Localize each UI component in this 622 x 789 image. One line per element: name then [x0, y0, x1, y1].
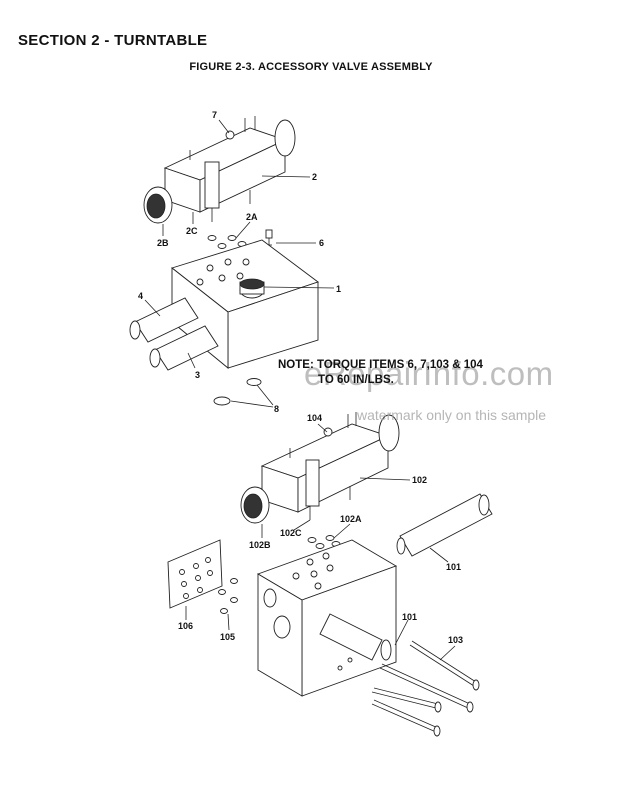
o-rings-105 [218, 578, 238, 614]
cartridge-valve-3 [149, 325, 219, 371]
plate-106 [167, 539, 223, 609]
manifold-block-lower [256, 539, 398, 697]
watermark-subtext: watermark only on this sample [357, 407, 547, 423]
callout-105: 105 [220, 632, 235, 642]
callout-1: 1 [336, 284, 341, 294]
manifold-block-1 [171, 239, 319, 369]
watermark-text: eRepairInfo.com [304, 355, 554, 392]
callout-102a: 102A [340, 514, 362, 524]
callout-2b: 2B [157, 238, 169, 248]
solenoid-valve-2 [143, 116, 296, 224]
callout-7: 7 [212, 110, 217, 120]
o-ring-8a [246, 378, 262, 386]
callout-102c: 102C [280, 528, 302, 538]
callout-101-lower: 101 [402, 612, 417, 622]
callout-2c: 2C [186, 226, 198, 236]
callout-104: 104 [307, 413, 322, 423]
torque-note: NOTE: TORQUE ITEMS 6, 7,103 & 104 TO 60 … [278, 358, 483, 388]
section-title: SECTION 2 - TURNTABLE [18, 32, 208, 49]
callout-103: 103 [448, 635, 463, 645]
callout-2: 2 [312, 172, 317, 182]
cartridge-valve-4 [129, 297, 199, 343]
figure-title: FIGURE 2-3. ACCESSORY VALVE ASSEMBLY [189, 61, 433, 73]
cartridge-valve-101-upper [396, 493, 493, 557]
callout-6: 6 [319, 238, 324, 248]
solenoid-valve-102 [240, 412, 400, 524]
bolts-103 [371, 640, 480, 737]
callout-102b: 102B [249, 540, 271, 550]
callout-106: 106 [178, 621, 193, 631]
torque-note-line2: TO 60 IN/LBS. [318, 374, 394, 386]
callout-102: 102 [412, 475, 427, 485]
callout-101-upper: 101 [446, 562, 461, 572]
callout-4: 4 [138, 291, 143, 301]
o-ring-8b [213, 396, 231, 406]
callout-8: 8 [274, 404, 279, 414]
callout-2a: 2A [246, 212, 258, 222]
torque-note-line1: NOTE: TORQUE ITEMS 6, 7,103 & 104 [278, 359, 483, 371]
cartridge-valve-101-lower [319, 613, 392, 661]
callout-3: 3 [195, 370, 200, 380]
